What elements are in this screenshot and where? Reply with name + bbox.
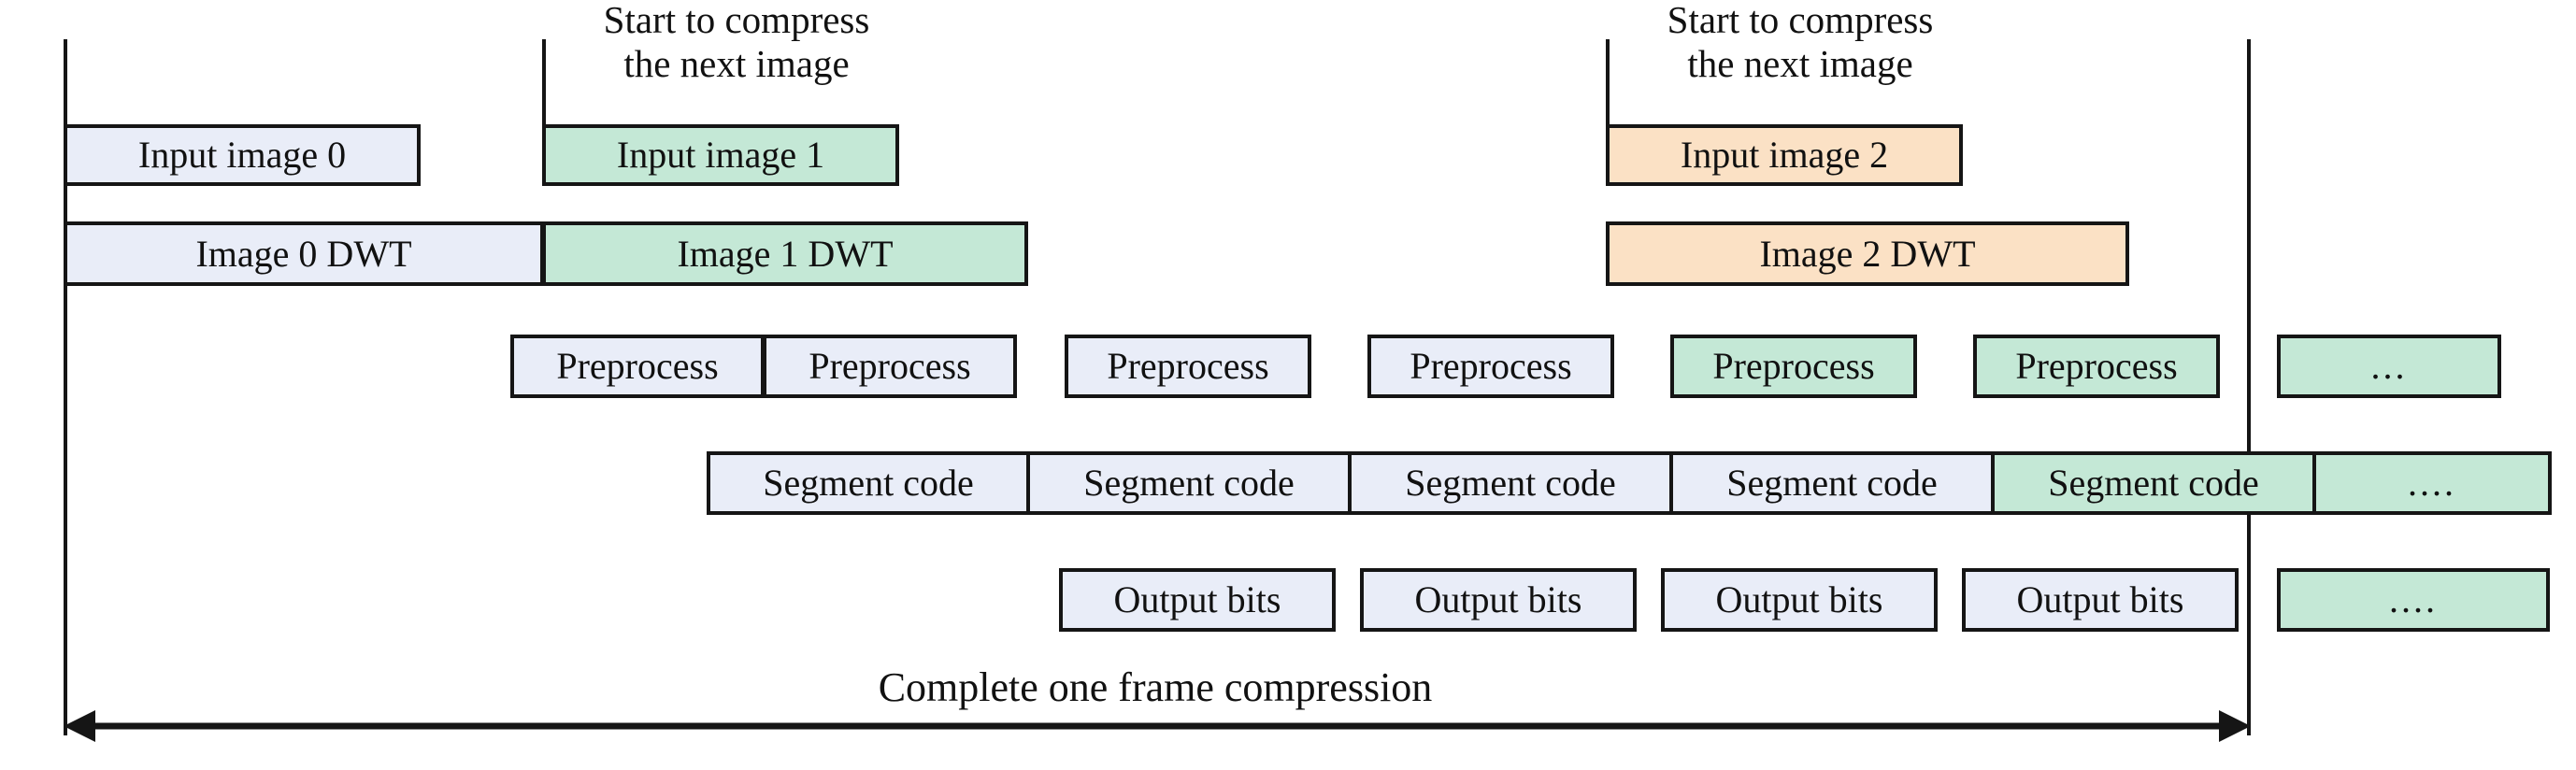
block-preprocess-4[interactable]: Preprocess: [1367, 335, 1614, 398]
block-segment-code-1[interactable]: Segment code: [707, 451, 1028, 515]
block-output-bits-4[interactable]: Output bits: [1962, 568, 2239, 632]
annotation-marker-1-line1: Start to compress: [603, 0, 870, 41]
block-preprocess-ellipsis[interactable]: ...: [2277, 335, 2501, 398]
annotation-marker-1-line2: the next image: [623, 42, 850, 85]
annotation-marker-2: Start to compress the next image: [1613, 0, 1987, 86]
timeline-marker-line-end: [2247, 39, 2251, 735]
annotation-marker-2-line2: the next image: [1687, 42, 1913, 85]
frame-duration-arrow: [64, 707, 2251, 745]
block-output-bits-3[interactable]: Output bits: [1661, 568, 1938, 632]
block-output-bits-2[interactable]: Output bits: [1360, 568, 1637, 632]
timeline-marker-line-start: [64, 39, 67, 735]
block-output-bits-ellipsis[interactable]: ....: [2277, 568, 2550, 632]
annotation-marker-2-line1: Start to compress: [1667, 0, 1934, 41]
block-input-image-0[interactable]: Input image 0: [64, 124, 421, 186]
timeline-marker-line-image1: [542, 39, 546, 170]
block-image-1-dwt[interactable]: Image 1 DWT: [542, 221, 1028, 286]
block-input-image-1[interactable]: Input image 1: [542, 124, 899, 186]
footer-label: Complete one frame compression: [878, 664, 1433, 710]
arrow-head-right: [2219, 710, 2251, 742]
block-input-image-2[interactable]: Input image 2: [1606, 124, 1963, 186]
block-preprocess-1[interactable]: Preprocess: [510, 335, 765, 398]
block-preprocess-5[interactable]: Preprocess: [1670, 335, 1917, 398]
block-preprocess-3[interactable]: Preprocess: [1065, 335, 1311, 398]
block-segment-code-3[interactable]: Segment code: [1350, 451, 1671, 515]
arrow-shaft: [92, 722, 2223, 730]
block-segment-code-ellipsis[interactable]: ....: [2314, 451, 2552, 515]
timeline-marker-line-image2: [1606, 39, 1610, 170]
block-image-2-dwt[interactable]: Image 2 DWT: [1606, 221, 2129, 286]
block-preprocess-6[interactable]: Preprocess: [1973, 335, 2220, 398]
block-segment-code-2[interactable]: Segment code: [1028, 451, 1350, 515]
block-preprocess-2[interactable]: Preprocess: [763, 335, 1017, 398]
block-output-bits-1[interactable]: Output bits: [1059, 568, 1336, 632]
block-segment-code-4[interactable]: Segment code: [1671, 451, 1993, 515]
arrow-head-left: [64, 710, 95, 742]
annotation-marker-1: Start to compress the next image: [550, 0, 923, 86]
block-image-0-dwt[interactable]: Image 0 DWT: [64, 221, 544, 286]
block-segment-code-5[interactable]: Segment code: [1993, 451, 2314, 515]
